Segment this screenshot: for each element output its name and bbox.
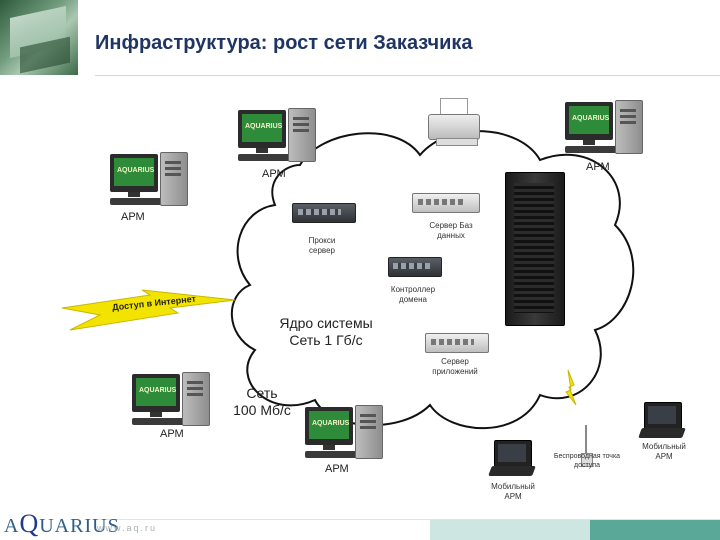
- laptop-icon: [640, 402, 684, 446]
- workstation-label: АРМ: [262, 168, 286, 180]
- laptop-icon: [490, 440, 534, 484]
- footer-accent-light: [430, 520, 590, 540]
- workstation-icon: AQUARIUS: [238, 108, 316, 166]
- server-rack-icon: [505, 172, 565, 326]
- internet-bolt: [62, 290, 235, 330]
- proxy-server-icon: [292, 203, 356, 223]
- workstation-icon: AQUARIUS: [565, 100, 643, 158]
- workstation-label: АРМ: [160, 428, 184, 440]
- db-server-icon: [412, 193, 480, 213]
- app-server-icon: [425, 333, 489, 353]
- workstation-label: АРМ: [325, 463, 349, 475]
- footer-accent-dark: [590, 520, 720, 540]
- footer-url: www.aq.ru: [97, 523, 157, 533]
- printer-icon: [428, 98, 484, 146]
- workstation-label: АРМ: [586, 161, 610, 173]
- workstation-icon: AQUARIUS: [305, 405, 383, 463]
- workstation-icon: AQUARIUS: [132, 372, 210, 430]
- workstation-icon: AQUARIUS: [110, 152, 188, 210]
- workstation-label: АРМ: [121, 211, 145, 223]
- domain-controller-icon: [388, 257, 442, 277]
